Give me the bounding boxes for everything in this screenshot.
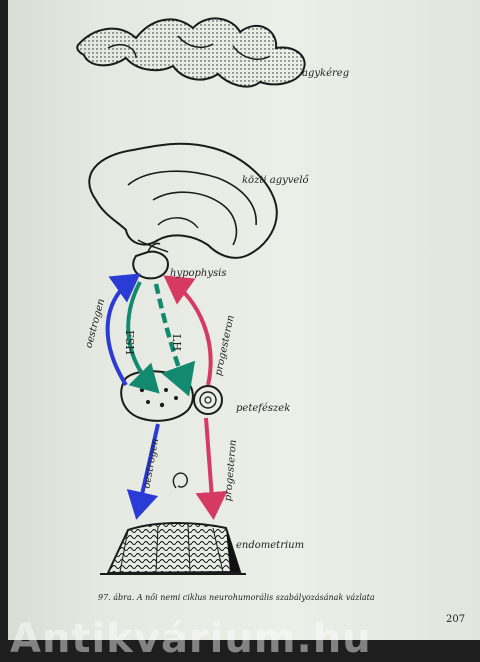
cortex-label: agykéreg [302,68,350,79]
ovary-drawing [120,370,223,422]
oestrogen-up-arrow [105,273,141,387]
lh-arrow [153,283,196,397]
fsh-arrow [126,281,160,394]
cortex-drawing [76,17,306,88]
page-number: 207 [446,614,466,625]
progesteron-down-arrow [195,417,228,520]
diencephalon-drawing [88,142,278,259]
book-page: agykéreg közti agyvelő hypophysis petefé… [8,0,480,640]
oestrogen-down-arrow [126,423,160,520]
ovary-label: petefészek [236,403,291,414]
figure-caption: 97. ábra. A női nemi ciklus neurohumorál… [98,593,375,602]
oocyte-symbol [172,472,188,489]
hypophysis-drawing [132,242,170,280]
endometrium-drawing [100,522,246,575]
diencephalon-label: közti agyvelő [242,175,309,186]
progesteron-up-arrow [163,275,213,386]
endometrium-label: endometrium [236,540,305,551]
lh-label: LH [169,334,183,351]
hypophysis-label: hypophysis [170,268,227,279]
diagram-canvas [76,17,306,575]
watermark: Antikvárium.hu [10,616,372,662]
fsh-label: FSH [122,330,136,355]
